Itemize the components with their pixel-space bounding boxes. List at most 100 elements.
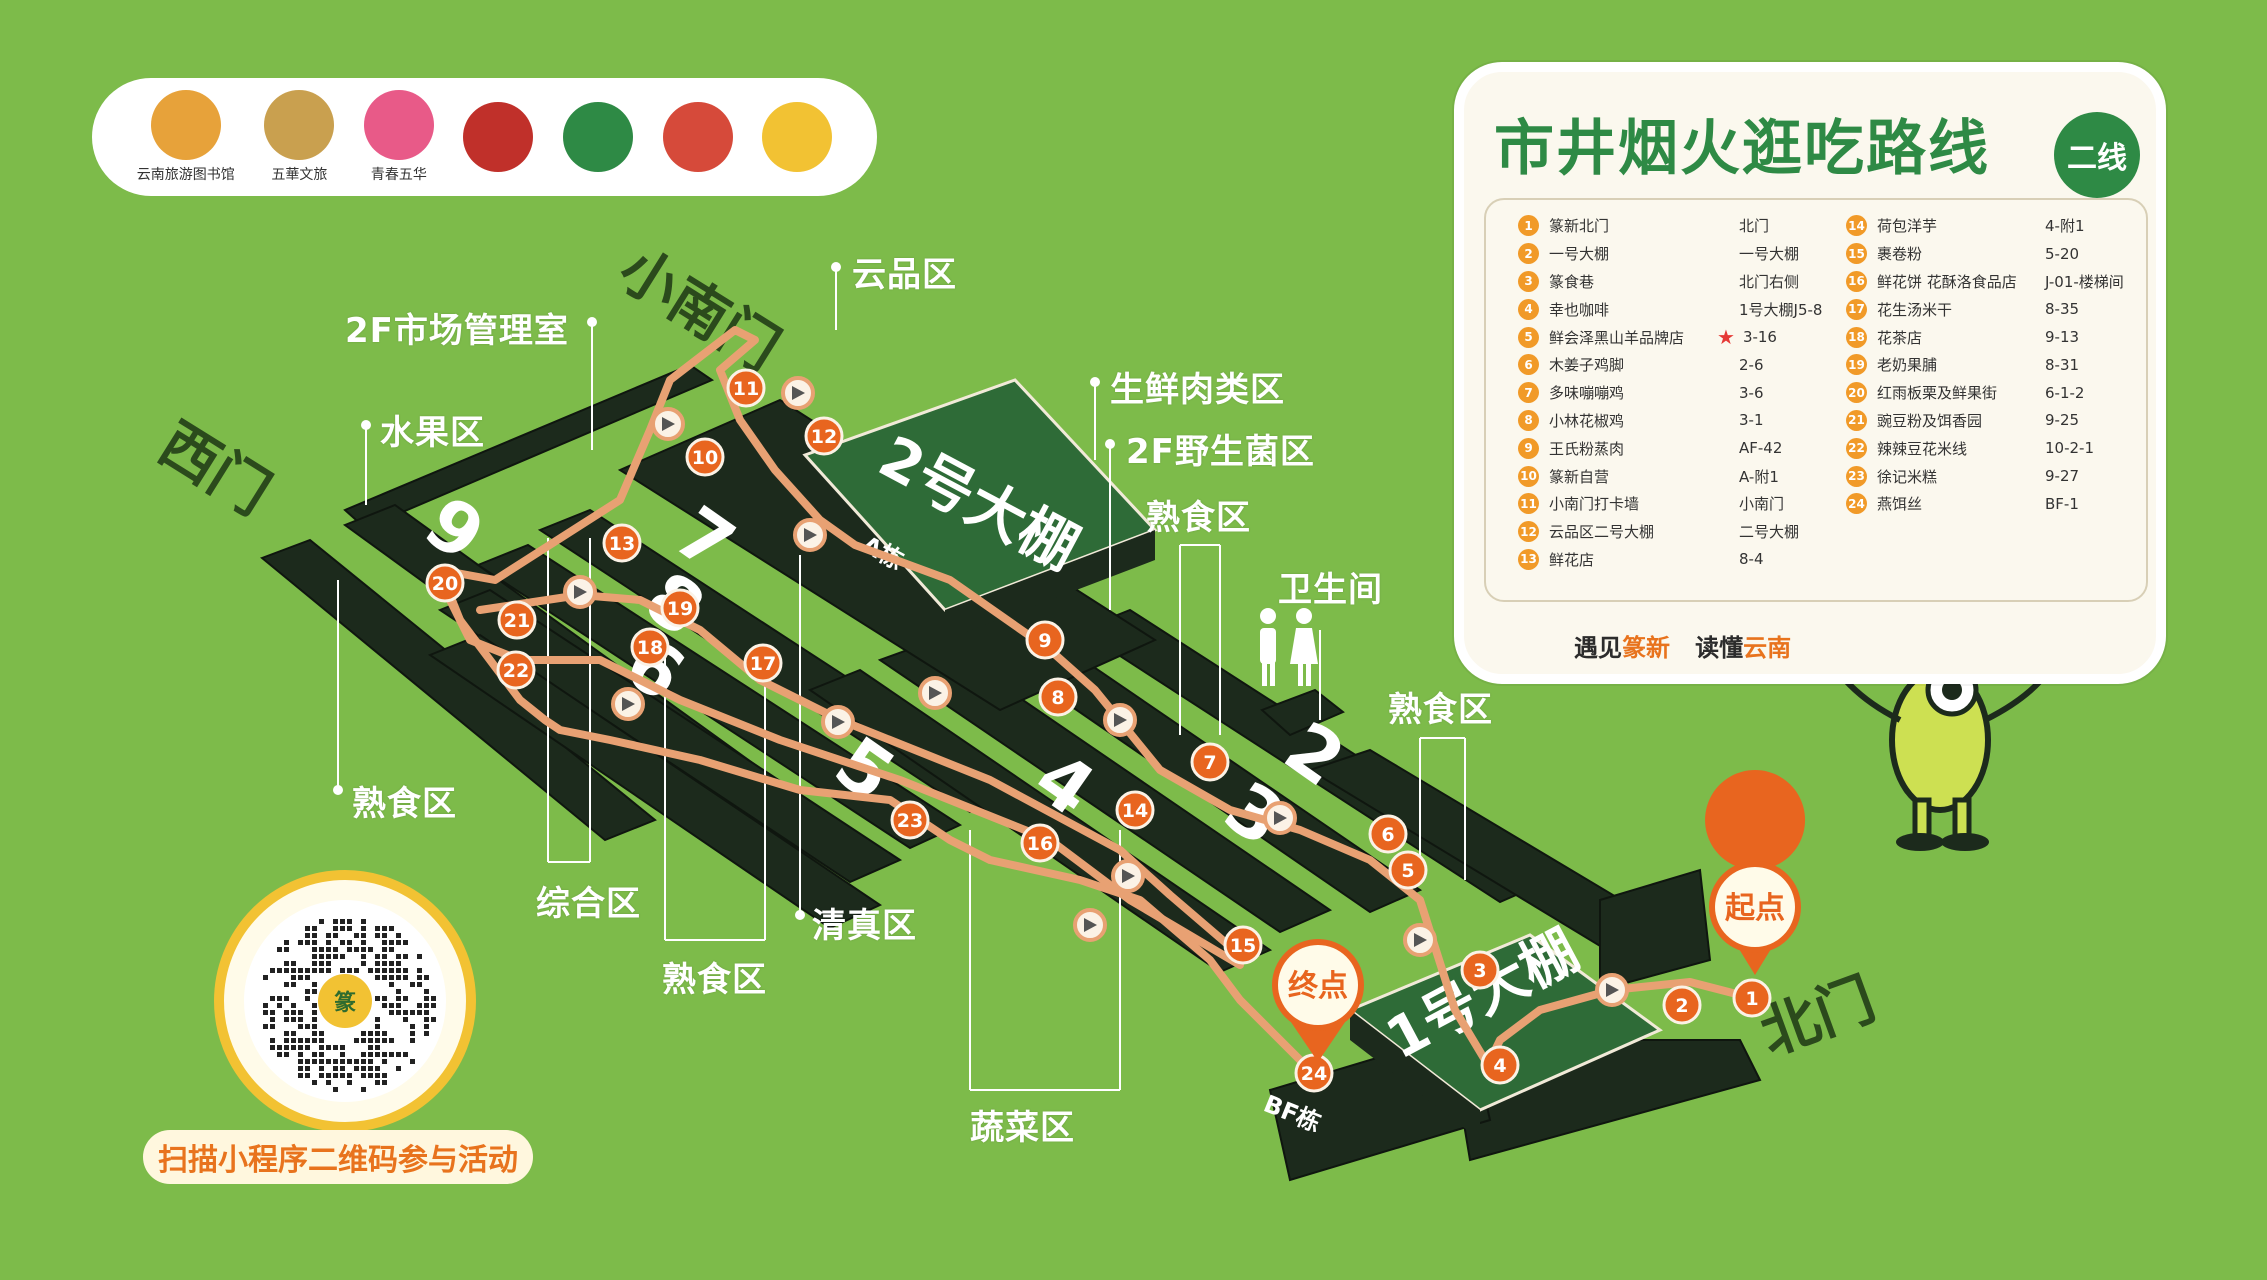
leaf-circle-icon bbox=[563, 102, 634, 172]
stop-marker-18[interactable]: 18 bbox=[630, 627, 670, 667]
legend-stop-location: 8-4 bbox=[1739, 550, 1764, 569]
stop-marker-1[interactable]: 1 bbox=[1732, 978, 1772, 1018]
stop-marker-6[interactable]: 6 bbox=[1368, 814, 1408, 854]
zone-wild-mushroom: 2F野生菌区 bbox=[1126, 432, 1315, 472]
legend-stop-location: BF-1 bbox=[2045, 494, 2079, 513]
mini-program-qr-code[interactable]: 篆 bbox=[214, 870, 476, 1132]
legend-stop-number: 3 bbox=[1518, 270, 1539, 292]
flower-icon bbox=[363, 90, 434, 160]
qr-center-logo: 篆 bbox=[318, 974, 372, 1028]
stop-marker-22[interactable]: 22 bbox=[496, 650, 536, 690]
stop-number: 10 bbox=[692, 447, 718, 469]
legend-stop-name: 辣辣豆花米线 bbox=[1877, 439, 1968, 458]
block-row5 bbox=[427, 633, 883, 930]
legend-stop-location: 9-13 bbox=[2045, 328, 2080, 347]
mountain-book-icon bbox=[150, 90, 221, 160]
stop-marker-15[interactable]: 15 bbox=[1223, 925, 1263, 965]
stop-marker-14[interactable]: 14 bbox=[1115, 790, 1155, 830]
legend-stop-number: 5 bbox=[1518, 326, 1539, 348]
end-pin: 终点 bbox=[1272, 939, 1364, 1062]
legend-stop-name: 多味嘣嘣鸡 bbox=[1549, 384, 1625, 403]
stop-marker-23[interactable]: 23 bbox=[890, 800, 930, 840]
legend-stop-name: 燕饵丝 bbox=[1877, 495, 1923, 514]
legend-stop-name: 王氏粉蒸肉 bbox=[1549, 439, 1625, 458]
zone-market-office: 2F市场管理室 bbox=[345, 311, 569, 351]
legend-stop-location: 4-附1 bbox=[2045, 217, 2085, 236]
legend-stop-number: 21 bbox=[1846, 409, 1867, 431]
stop-marker-3[interactable]: 3 bbox=[1460, 950, 1500, 990]
stop-number: 17 bbox=[750, 653, 776, 675]
legend-stop-number: 1 bbox=[1518, 215, 1539, 237]
zone-cooked-top: 熟食区 bbox=[1146, 498, 1251, 538]
stop-marker-7[interactable]: 7 bbox=[1190, 742, 1230, 782]
slogan-part: 读懂 bbox=[1695, 634, 1744, 662]
stop-marker-19[interactable]: 19 bbox=[660, 588, 700, 628]
stop-number: 11 bbox=[733, 378, 759, 400]
legend-stop-number: 6 bbox=[1518, 354, 1539, 376]
legend-stop-location: 9-25 bbox=[2045, 411, 2080, 430]
stop-number: 2 bbox=[1675, 995, 1688, 1017]
legend-stop-location: 8-35 bbox=[2045, 300, 2080, 319]
legend-stop-number: 18 bbox=[1846, 326, 1867, 348]
stop-marker-9[interactable]: 9 bbox=[1025, 620, 1065, 660]
stop-marker-24[interactable]: 24 bbox=[1294, 1053, 1334, 1093]
direction-arrow-icon bbox=[651, 407, 685, 441]
legend-stop-name: 徐记米糕 bbox=[1877, 467, 1938, 486]
legend-stop-location: 小南门 bbox=[1739, 495, 1785, 514]
stop-marker-21[interactable]: 21 bbox=[497, 600, 537, 640]
legend-stop-location: 6-1-2 bbox=[2045, 383, 2085, 402]
stop-marker-12[interactable]: 12 bbox=[804, 416, 844, 456]
stop-marker-2[interactable]: 2 bbox=[1662, 985, 1702, 1025]
slogan-highlight: 云南 bbox=[1743, 634, 1792, 662]
legend-stop-number: 8 bbox=[1518, 409, 1539, 431]
zone-cooked-right: 熟食区 bbox=[1388, 690, 1493, 730]
legend-stop-number: 2 bbox=[1518, 243, 1539, 265]
stop-marker-5[interactable]: 5 bbox=[1388, 850, 1428, 890]
direction-arrow-icon bbox=[1103, 703, 1137, 737]
legend-stop-location: 二号大棚 bbox=[1739, 523, 1800, 542]
stop-marker-10[interactable]: 10 bbox=[685, 437, 725, 477]
stop-number: 22 bbox=[503, 660, 529, 682]
stop-marker-13[interactable]: 13 bbox=[602, 523, 642, 563]
stop-marker-20[interactable]: 20 bbox=[425, 563, 465, 603]
stop-marker-16[interactable]: 16 bbox=[1020, 823, 1060, 863]
stop-marker-4[interactable]: 4 bbox=[1480, 1045, 1520, 1085]
legend-stop-name: 老奶果脯 bbox=[1877, 356, 1938, 375]
legend-stop-number: 20 bbox=[1846, 382, 1867, 404]
stop-marker-11[interactable]: 11 bbox=[726, 368, 766, 408]
sponsor-logo bbox=[662, 102, 733, 172]
direction-arrow-icon bbox=[1263, 801, 1297, 835]
legend-stop-number: 22 bbox=[1846, 437, 1867, 459]
legend-stop-location: AF-42 bbox=[1739, 439, 1783, 458]
legend-stop-location: 北门右侧 bbox=[1739, 272, 1800, 291]
legend-stop-number: 11 bbox=[1518, 493, 1539, 515]
slogan-part: 遇见 bbox=[1574, 634, 1622, 662]
zone-cooked-left: 熟食区 bbox=[352, 784, 457, 824]
stop-marker-17[interactable]: 17 bbox=[743, 643, 783, 683]
stop-number: 4 bbox=[1493, 1055, 1506, 1077]
sponsor-logo-caption: 五華文旅 bbox=[271, 167, 328, 183]
legend-stop-number: 17 bbox=[1846, 298, 1867, 320]
legend-slogan: 遇见篆新 读懂云南 bbox=[1574, 628, 1791, 663]
sponsor-logo bbox=[563, 102, 634, 172]
zone-toilet: 卫生间 bbox=[1278, 570, 1383, 610]
qr-caption: 扫描小程序二维码参与活动 bbox=[143, 1130, 533, 1184]
stop-marker-8[interactable]: 8 bbox=[1038, 677, 1078, 717]
route-path-inner bbox=[476, 591, 1244, 959]
stop-number: 6 bbox=[1381, 824, 1394, 846]
sponsor-logo-strip: 云南旅游图书馆五華文旅青春五华 bbox=[92, 78, 877, 196]
stop-number: 9 bbox=[1038, 630, 1051, 652]
